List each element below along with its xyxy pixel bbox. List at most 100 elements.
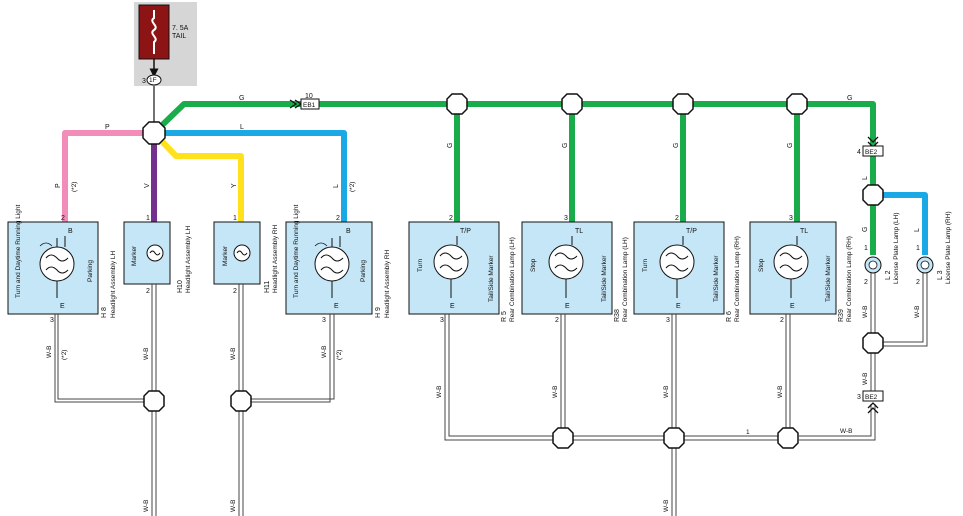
fuse-name: TAIL (172, 33, 186, 40)
component-bottom-pin: 3 (440, 317, 444, 324)
wb-label-r6-bottom: W-B (663, 499, 670, 512)
ground-r6-r39 (683, 435, 783, 441)
ground-l3 (882, 273, 928, 347)
wire-label-v-vert: V (144, 183, 151, 188)
component-top-term: T/P (686, 228, 697, 235)
splice-r5 (446, 93, 468, 115)
splice-nodes (142, 93, 884, 206)
wb-note-h8: (*2) (61, 350, 68, 360)
wire-label-g-r6: G (673, 143, 680, 148)
wire-label-g-l2: G (862, 227, 869, 232)
component-l3: 1 2 L 3 License Plate Lamp (RH) (916, 211, 952, 286)
component-code: L 3 (937, 270, 944, 280)
ground-r39-be2 (799, 404, 876, 441)
wb-label-lower: W-B (862, 372, 869, 385)
wb-label-r38: W-B (552, 385, 559, 398)
component-inner-left: Turn (417, 258, 424, 272)
component-code: H 9 (375, 307, 382, 318)
component-inner-right: Tail/Side Marker (713, 255, 720, 302)
component-bottom-term: E (450, 303, 455, 310)
ground-labels: W-B (*2) W-B W-B W-B (*2) W-B W-B W-B W-… (46, 305, 921, 512)
component-inner-right: Tail/Side Marker (488, 255, 495, 302)
component-top-pin: 2 (675, 215, 679, 222)
component-bottom-term: E (676, 303, 681, 310)
component-inner-left: Turn and Daytime Running Light (293, 204, 300, 298)
wire-label-l: L (240, 124, 244, 131)
component-h11: 1 2 Marker H11 Headlight Assembly RH (213, 215, 279, 295)
component-inner-right: Tail/Side Marker (825, 255, 832, 302)
wire-label-l-vert: L (333, 184, 340, 188)
wb-label-r6: W-B (663, 385, 670, 398)
wire-labels: G G P L P (*2) V Y L (*2) G G G G L G L (55, 95, 921, 232)
component-bottom-term: E (565, 303, 570, 310)
wire-green-main (151, 101, 876, 198)
component-name: License Plate Lamp (LH) (893, 212, 900, 284)
connector-be2-bottom: 3 BE2 (857, 390, 884, 414)
component-top-pin: 3 (789, 215, 793, 222)
component-code: R 6 (726, 311, 733, 322)
wire-label-l-short: L (862, 176, 869, 180)
component-bottom-term: E (60, 303, 65, 310)
splice-r6 (672, 93, 694, 115)
ground-h8 (54, 314, 146, 403)
ground-l-join (870, 350, 876, 392)
fuse-connector-label: 1F (149, 77, 157, 84)
connector-be2-top-pin: 4 (857, 149, 861, 156)
dual-bulb-icon (39, 236, 75, 298)
component-inner-right: Parking (360, 260, 367, 282)
component-top-pin: 1 (864, 245, 868, 252)
bulb-inner-icon (920, 260, 930, 270)
wire-label-g-r39: G (787, 143, 794, 148)
wb-label-h10-bottom: W-B (143, 499, 150, 512)
connector-be2-bottom-pin: 3 (857, 394, 861, 401)
component-name: Rear Combination Lamp (LH) (509, 237, 516, 322)
component-code: R39 (838, 309, 845, 322)
wire-label-l-l3: L (914, 228, 921, 232)
component-bottom-pin: 2 (864, 279, 868, 286)
connector-eb1-label: EB1 (303, 102, 316, 109)
component-h9: 2 B 3 E Turn and Daytime Running Light P… (285, 204, 391, 324)
component-bottom-pin: 3 (50, 317, 54, 324)
wire-blue-license (873, 192, 928, 255)
dual-bulb-icon (548, 236, 584, 298)
component-h10: 1 2 Marker H10 Headlight Assembly LH (123, 215, 192, 295)
wire-label-p-vert: P (55, 183, 62, 188)
bulb-icon (146, 244, 164, 262)
splice-ground-h11 (230, 390, 252, 412)
component-bottom-term: E (790, 303, 795, 310)
component-bottom-pin: 2 (780, 317, 784, 324)
component-top-pin: 1 (233, 215, 237, 222)
component-bottom-pin: 2 (916, 279, 920, 286)
component-bottom-term: E (334, 303, 339, 310)
wb-label-h11: W-B (230, 347, 237, 360)
wire-yellow (151, 130, 244, 222)
splice-ground-r38 (552, 427, 574, 449)
component-name: Headlight Assembly LH (110, 250, 117, 318)
component-bottom-pin: 2 (233, 288, 237, 295)
bulb-inner-icon (868, 260, 878, 270)
ground-r38-r6 (572, 435, 666, 441)
dual-bulb-icon (659, 236, 695, 298)
component-name: Rear Combination Lamp (RH) (846, 236, 853, 322)
component-name: Headlight Assembly LH (185, 225, 192, 293)
component-top-term: B (346, 228, 351, 235)
component-top-pin: 1 (146, 215, 150, 222)
splice-r38 (561, 93, 583, 115)
component-top-term: TL (800, 228, 808, 235)
component-inner-left: Stop (758, 258, 765, 272)
component-bottom-pin: 3 (322, 317, 326, 324)
component-code: H 8 (101, 307, 108, 318)
connector-be2-bottom-box (862, 390, 884, 402)
component-r5: 2 T/P 3 E Turn Tail/Side Marker R 5 Rear… (408, 215, 516, 324)
component-top-pin: 3 (564, 215, 568, 222)
wire-label-y-vert: Y (231, 183, 238, 188)
wb-label-l2: W-B (862, 305, 869, 318)
dual-bulb-icon (314, 236, 350, 298)
component-name: Rear Combination Lamp (LH) (622, 237, 629, 322)
splice-ground-r39 (777, 427, 799, 449)
fuse-block: 7. 5A TAIL 3 1F (134, 2, 197, 86)
wire-blue-l (154, 130, 347, 222)
wb-label-h10: W-B (143, 347, 150, 360)
fuse-rating: 7. 5A (172, 25, 189, 32)
component-r38: 3 TL 2 E Stop Tail/Side Marker R38 Rear … (521, 215, 629, 324)
